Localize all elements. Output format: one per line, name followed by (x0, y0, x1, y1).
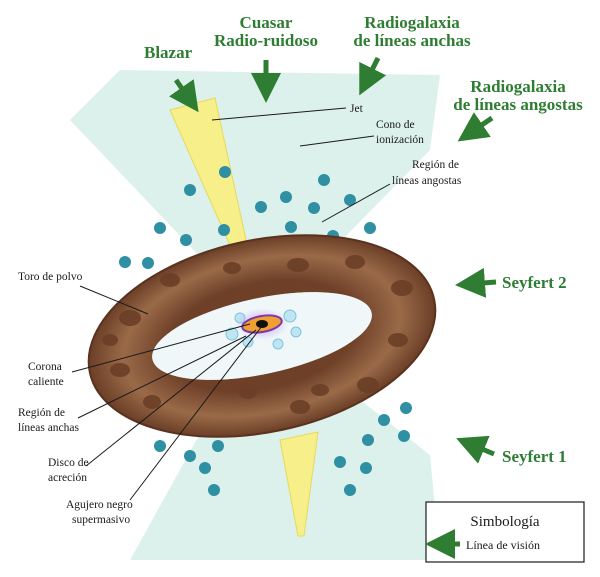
ion-cone-label-line2: ionización (376, 134, 424, 146)
seyfert1-arrow (456, 435, 495, 464)
ion-cone-label-line1: Cono de (376, 119, 415, 131)
broad-rg-arrow (359, 56, 387, 96)
legend-title: Simbología (470, 514, 540, 530)
narrow-rg-arrow (457, 112, 494, 142)
torus-label: Toro de polvo (18, 271, 83, 283)
black-hole (256, 320, 268, 328)
seyfert1-label: Seyfert 1 (502, 447, 567, 466)
blr-label-line1: Región de (18, 407, 65, 419)
quasar-label-line2: Radio-ruidoso (214, 31, 318, 50)
bh-label-line2: supermasivo (72, 514, 130, 526)
nlr-label-line2: líneas angostas (392, 175, 462, 187)
jet-label: Jet (350, 103, 364, 115)
legend-item: Línea de visión (466, 538, 540, 552)
corona-label-line2: caliente (28, 376, 64, 388)
blazar-arrow (169, 78, 199, 113)
ionization-cone-upper (70, 70, 440, 322)
quasar-label-line1: Cuasar (240, 13, 293, 32)
broad-rg-label-line2: de líneas anchas (353, 31, 471, 50)
jet-lower (279, 431, 319, 537)
seyfert2-label: Seyfert 2 (502, 273, 567, 292)
blr-label-line2: líneas anchas (18, 422, 80, 434)
blazar-label: Blazar (144, 43, 193, 62)
disk-label-line2: acreción (48, 472, 87, 484)
label-pointer-lines (71, 107, 391, 501)
narrow-rg-label-line2: de líneas angostas (453, 95, 583, 114)
disk-label-line1: Disco de (48, 457, 89, 469)
legend-box: Simbología Línea de visión (425, 501, 585, 563)
broad-rg-label-line1: Radiogalaxia (364, 13, 460, 32)
bh-label-line1: Agujero negro (66, 499, 133, 511)
line-of-sight-arrows (169, 56, 497, 464)
narrow-line-region-clouds-lower (154, 402, 412, 496)
narrow-rg-label-line1: Radiogalaxia (470, 77, 566, 96)
narrow-line-region-clouds (119, 166, 400, 269)
corona-label-line1: Corona (28, 361, 62, 373)
nlr-label-line1: Región de (412, 159, 459, 171)
seyfert2-arrow (455, 267, 497, 298)
